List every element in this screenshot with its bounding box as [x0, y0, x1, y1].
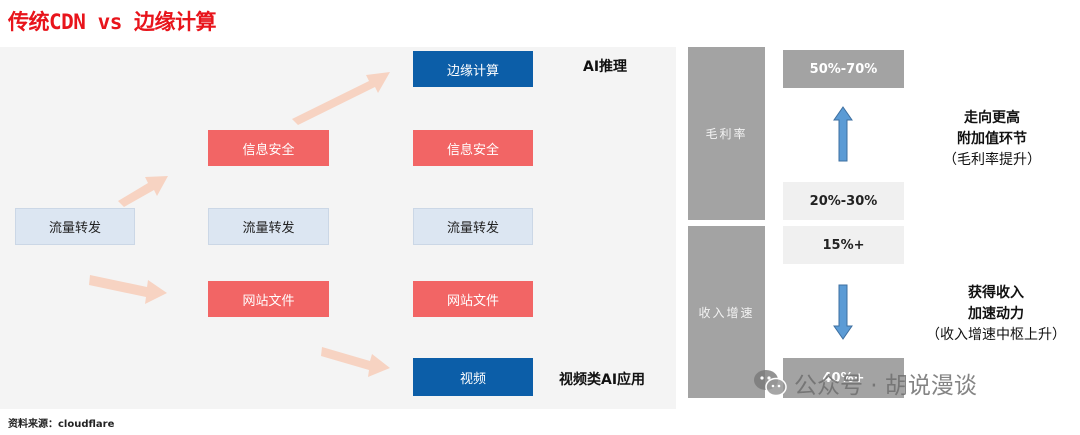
- video-ai-label: 视频类AI应用: [559, 372, 646, 388]
- col1-flow-box: 流量转发: [15, 208, 135, 245]
- col3-edge-label: 边缘计算: [446, 63, 499, 79]
- peach-arrow-icon: [292, 72, 390, 125]
- col3-website-label: 网站文件: [446, 293, 499, 309]
- col3-website-box: 网站文件: [413, 281, 533, 317]
- higher-value-description: 走向更高 附加值环节 （毛利率提升）: [922, 108, 1062, 171]
- revenue-acceleration-description: 获得收入 加速动力 （收入增速中枢上升）: [916, 283, 1076, 346]
- col2-security-box: 信息安全: [208, 130, 329, 166]
- revenue-growth-low-box: 15%+: [783, 226, 904, 264]
- col3-security-label: 信息安全: [446, 142, 499, 158]
- revenue-growth-column: 收入增速: [688, 226, 765, 398]
- watermark-text: 公众号 · 胡说漫谈: [794, 373, 977, 399]
- up-arrow-icon: [833, 106, 853, 162]
- gross-margin-low-box: 20%-30%: [783, 182, 904, 220]
- col3-video-label: 视频: [459, 371, 486, 387]
- revenue-growth-high-box: 40%+: [783, 358, 904, 398]
- peach-arrow-icon: [118, 176, 168, 207]
- gross-margin-high-box: 50%-70%: [783, 50, 904, 88]
- col2-security-label: 信息安全: [242, 142, 295, 158]
- peach-arrow-icon: [89, 275, 167, 304]
- watermark: 公众号 · 胡说漫谈: [752, 366, 977, 400]
- gross-margin-high-value: 50%-70%: [809, 61, 878, 77]
- gross-margin-label: 毛利率: [705, 127, 748, 141]
- down-arrow-icon: [833, 284, 853, 340]
- page-title: 传统CDN vs 边缘计算: [8, 10, 217, 34]
- desc-bottom-line2: 加速动力: [968, 306, 1024, 322]
- col3-security-box: 信息安全: [413, 130, 533, 166]
- revenue-growth-high-value: 40%+: [822, 370, 865, 386]
- peach-arrow-icon: [321, 347, 390, 377]
- col1-flow-label: 流量转发: [48, 221, 101, 236]
- col3-flow-label: 流量转发: [446, 221, 499, 236]
- col3-video-box: 视频: [413, 358, 533, 396]
- desc-top-line1: 走向更高: [964, 110, 1020, 126]
- gross-margin-column: 毛利率: [688, 47, 765, 220]
- desc-bottom-line1: 获得收入: [968, 285, 1024, 301]
- flow-arrows: [89, 72, 390, 377]
- col3-flow-box: 流量转发: [413, 208, 533, 245]
- revenue-growth-label: 收入增速: [698, 305, 755, 320]
- col2-website-box: 网站文件: [208, 281, 329, 317]
- desc-bottom-line3: （收入增速中枢上升）: [926, 327, 1066, 343]
- desc-top-line2: 附加值环节: [957, 131, 1027, 147]
- col2-flow-box: 流量转发: [208, 208, 329, 245]
- ai-inference-label: AI推理: [583, 59, 628, 75]
- col2-website-label: 网站文件: [242, 293, 295, 309]
- col3-edge-box: 边缘计算: [413, 51, 533, 87]
- col2-flow-label: 流量转发: [242, 221, 295, 236]
- wechat-icon: [754, 370, 787, 397]
- gross-margin-low-value: 20%-30%: [809, 193, 878, 209]
- desc-top-line3: （毛利率提升）: [943, 152, 1041, 168]
- source-note: 资料来源：cloudflare: [8, 419, 115, 430]
- revenue-growth-low-value: 15%+: [822, 237, 865, 253]
